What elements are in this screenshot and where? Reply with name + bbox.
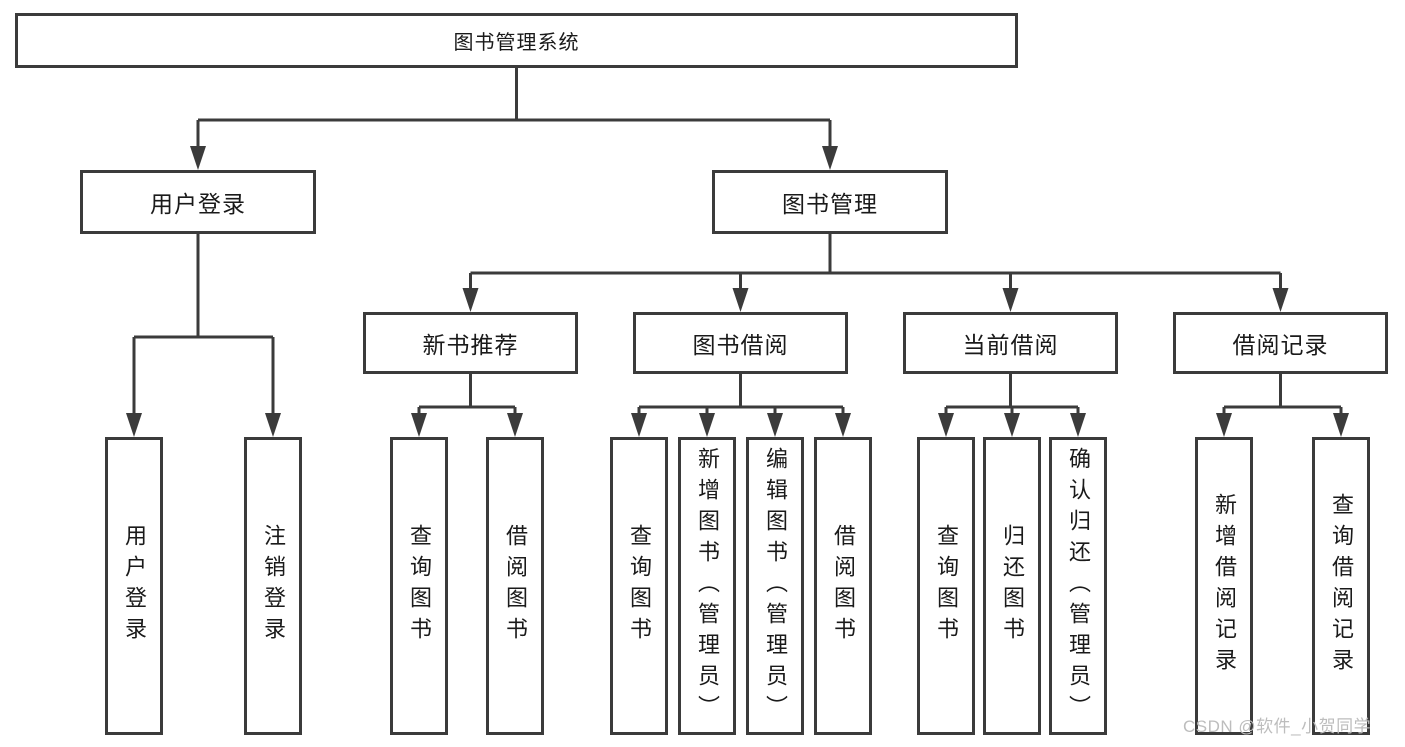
leaf-add-books-admin-label: 新增图书（管理员） <box>695 446 720 726</box>
leaf-user-login: 用户登录 <box>105 437 163 735</box>
node-book-management: 图书管理 <box>712 170 948 234</box>
leaf-query-borrow-record: 查询借阅记录 <box>1312 437 1370 735</box>
node-new-book-recommend-label: 新书推荐 <box>422 332 519 358</box>
leaf-logout-label: 注销登录 <box>261 524 286 648</box>
node-book-borrowing: 图书借阅 <box>633 312 848 374</box>
leaf-add-borrow-record-label: 新增借阅记录 <box>1212 493 1237 679</box>
leaf-borrow-books-1-label: 借阅图书 <box>503 524 528 648</box>
leaf-query-books-2-label: 查询图书 <box>627 524 652 648</box>
connector-user-login-children <box>126 234 281 437</box>
node-book-management-label: 图书管理 <box>782 191 878 217</box>
leaf-edit-books-admin: 编辑图书（管理员） <box>746 437 804 735</box>
leaf-add-borrow-record: 新增借阅记录 <box>1195 437 1253 735</box>
leaf-query-borrow-record-label: 查询借阅记录 <box>1329 493 1354 679</box>
leaf-confirm-return-admin-label: 确认归还（管理员） <box>1066 446 1091 726</box>
leaf-borrow-books-1: 借阅图书 <box>486 437 544 735</box>
leaf-logout: 注销登录 <box>244 437 302 735</box>
connector-borrow-records-children <box>1216 374 1349 437</box>
leaf-query-books-1-label: 查询图书 <box>407 524 432 648</box>
leaf-add-books-admin: 新增图书（管理员） <box>678 437 736 735</box>
csdn-watermark: CSDN @软件_小贺同学 <box>1183 717 1372 736</box>
leaf-borrow-books-2-label: 借阅图书 <box>831 524 856 648</box>
leaf-query-books-3: 查询图书 <box>917 437 975 735</box>
node-borrow-records: 借阅记录 <box>1173 312 1388 374</box>
connector-book-borrow-children <box>631 374 851 437</box>
node-user-login: 用户登录 <box>80 170 316 234</box>
leaf-query-books-2: 查询图书 <box>610 437 668 735</box>
node-new-book-recommend: 新书推荐 <box>363 312 578 374</box>
node-current-borrowing-label: 当前借阅 <box>962 332 1059 358</box>
connector-book-mgmt-children <box>462 234 1289 312</box>
leaf-query-books-1: 查询图书 <box>390 437 448 735</box>
connector-current-borrow-children <box>938 374 1086 437</box>
node-user-login-label: 用户登录 <box>150 191 246 217</box>
node-library-system: 图书管理系统 <box>15 13 1018 68</box>
node-book-borrowing-label: 图书借阅 <box>692 332 789 358</box>
connector-new-book-rec-children <box>411 374 523 437</box>
leaf-return-books: 归还图书 <box>983 437 1041 735</box>
node-borrow-records-label: 借阅记录 <box>1232 332 1329 358</box>
node-library-system-label: 图书管理系统 <box>453 32 580 54</box>
leaf-edit-books-admin-label: 编辑图书（管理员） <box>763 446 788 726</box>
connector-root-to-level1 <box>190 68 838 170</box>
leaf-confirm-return-admin: 确认归还（管理员） <box>1049 437 1107 735</box>
leaf-borrow-books-2: 借阅图书 <box>814 437 872 735</box>
leaf-query-books-3-label: 查询图书 <box>934 524 959 648</box>
leaf-return-books-label: 归还图书 <box>1000 524 1025 648</box>
leaf-user-login-label: 用户登录 <box>122 524 147 648</box>
node-current-borrowing: 当前借阅 <box>903 312 1118 374</box>
